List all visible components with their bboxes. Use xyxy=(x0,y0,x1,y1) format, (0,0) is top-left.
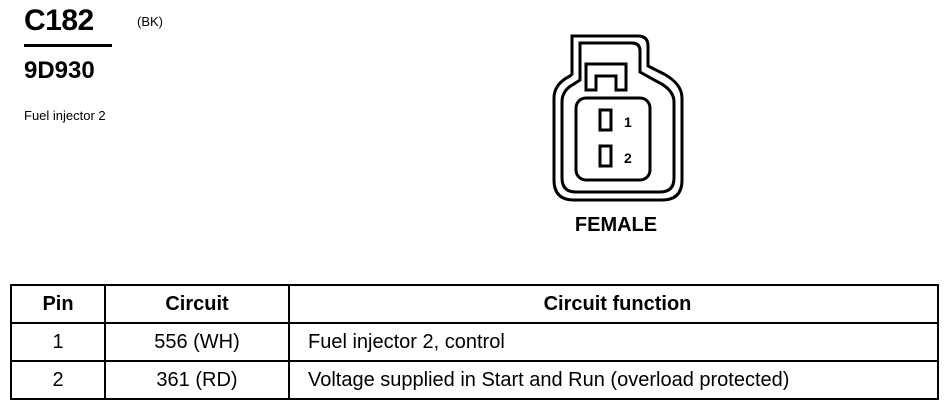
cell-function: Voltage supplied in Start and Run (overl… xyxy=(288,360,939,400)
connector-face-diagram: 1 2 xyxy=(552,34,684,202)
header-circuit-function: Circuit function xyxy=(288,284,939,324)
component-name: Fuel injector 2 xyxy=(24,108,106,123)
pin-2-label: 2 xyxy=(624,150,632,166)
pin-1-slot xyxy=(598,108,613,132)
pin-2-slot xyxy=(598,144,613,168)
part-number: 9D930 xyxy=(24,57,95,84)
connector-gender-label: FEMALE xyxy=(574,214,658,236)
table-row: 1 556 (WH) Fuel injector 2, control xyxy=(10,322,939,362)
pinout-table: Pin Circuit Circuit function 1 556 (WH) … xyxy=(10,284,939,400)
connector-lock-tab xyxy=(584,62,628,92)
connector-id-underline xyxy=(24,44,112,47)
connector-outer-housing xyxy=(552,34,684,202)
connector-inner-housing xyxy=(560,41,676,194)
header-pin: Pin xyxy=(10,284,106,324)
connector-cavity-body xyxy=(574,96,652,182)
cell-circuit: 361 (RD) xyxy=(104,360,290,400)
table-row: 2 361 (RD) Voltage supplied in Start and… xyxy=(10,360,939,400)
connector-id: C182 xyxy=(24,4,94,37)
cell-function: Fuel injector 2, control xyxy=(288,322,939,362)
cell-pin: 1 xyxy=(10,322,106,362)
cell-circuit: 556 (WH) xyxy=(104,322,290,362)
cell-pin: 2 xyxy=(10,360,106,400)
table-header-row: Pin Circuit Circuit function xyxy=(10,284,939,324)
header-circuit: Circuit xyxy=(104,284,290,324)
pin-1-label: 1 xyxy=(624,114,632,130)
connector-color-code: (BK) xyxy=(137,14,163,29)
